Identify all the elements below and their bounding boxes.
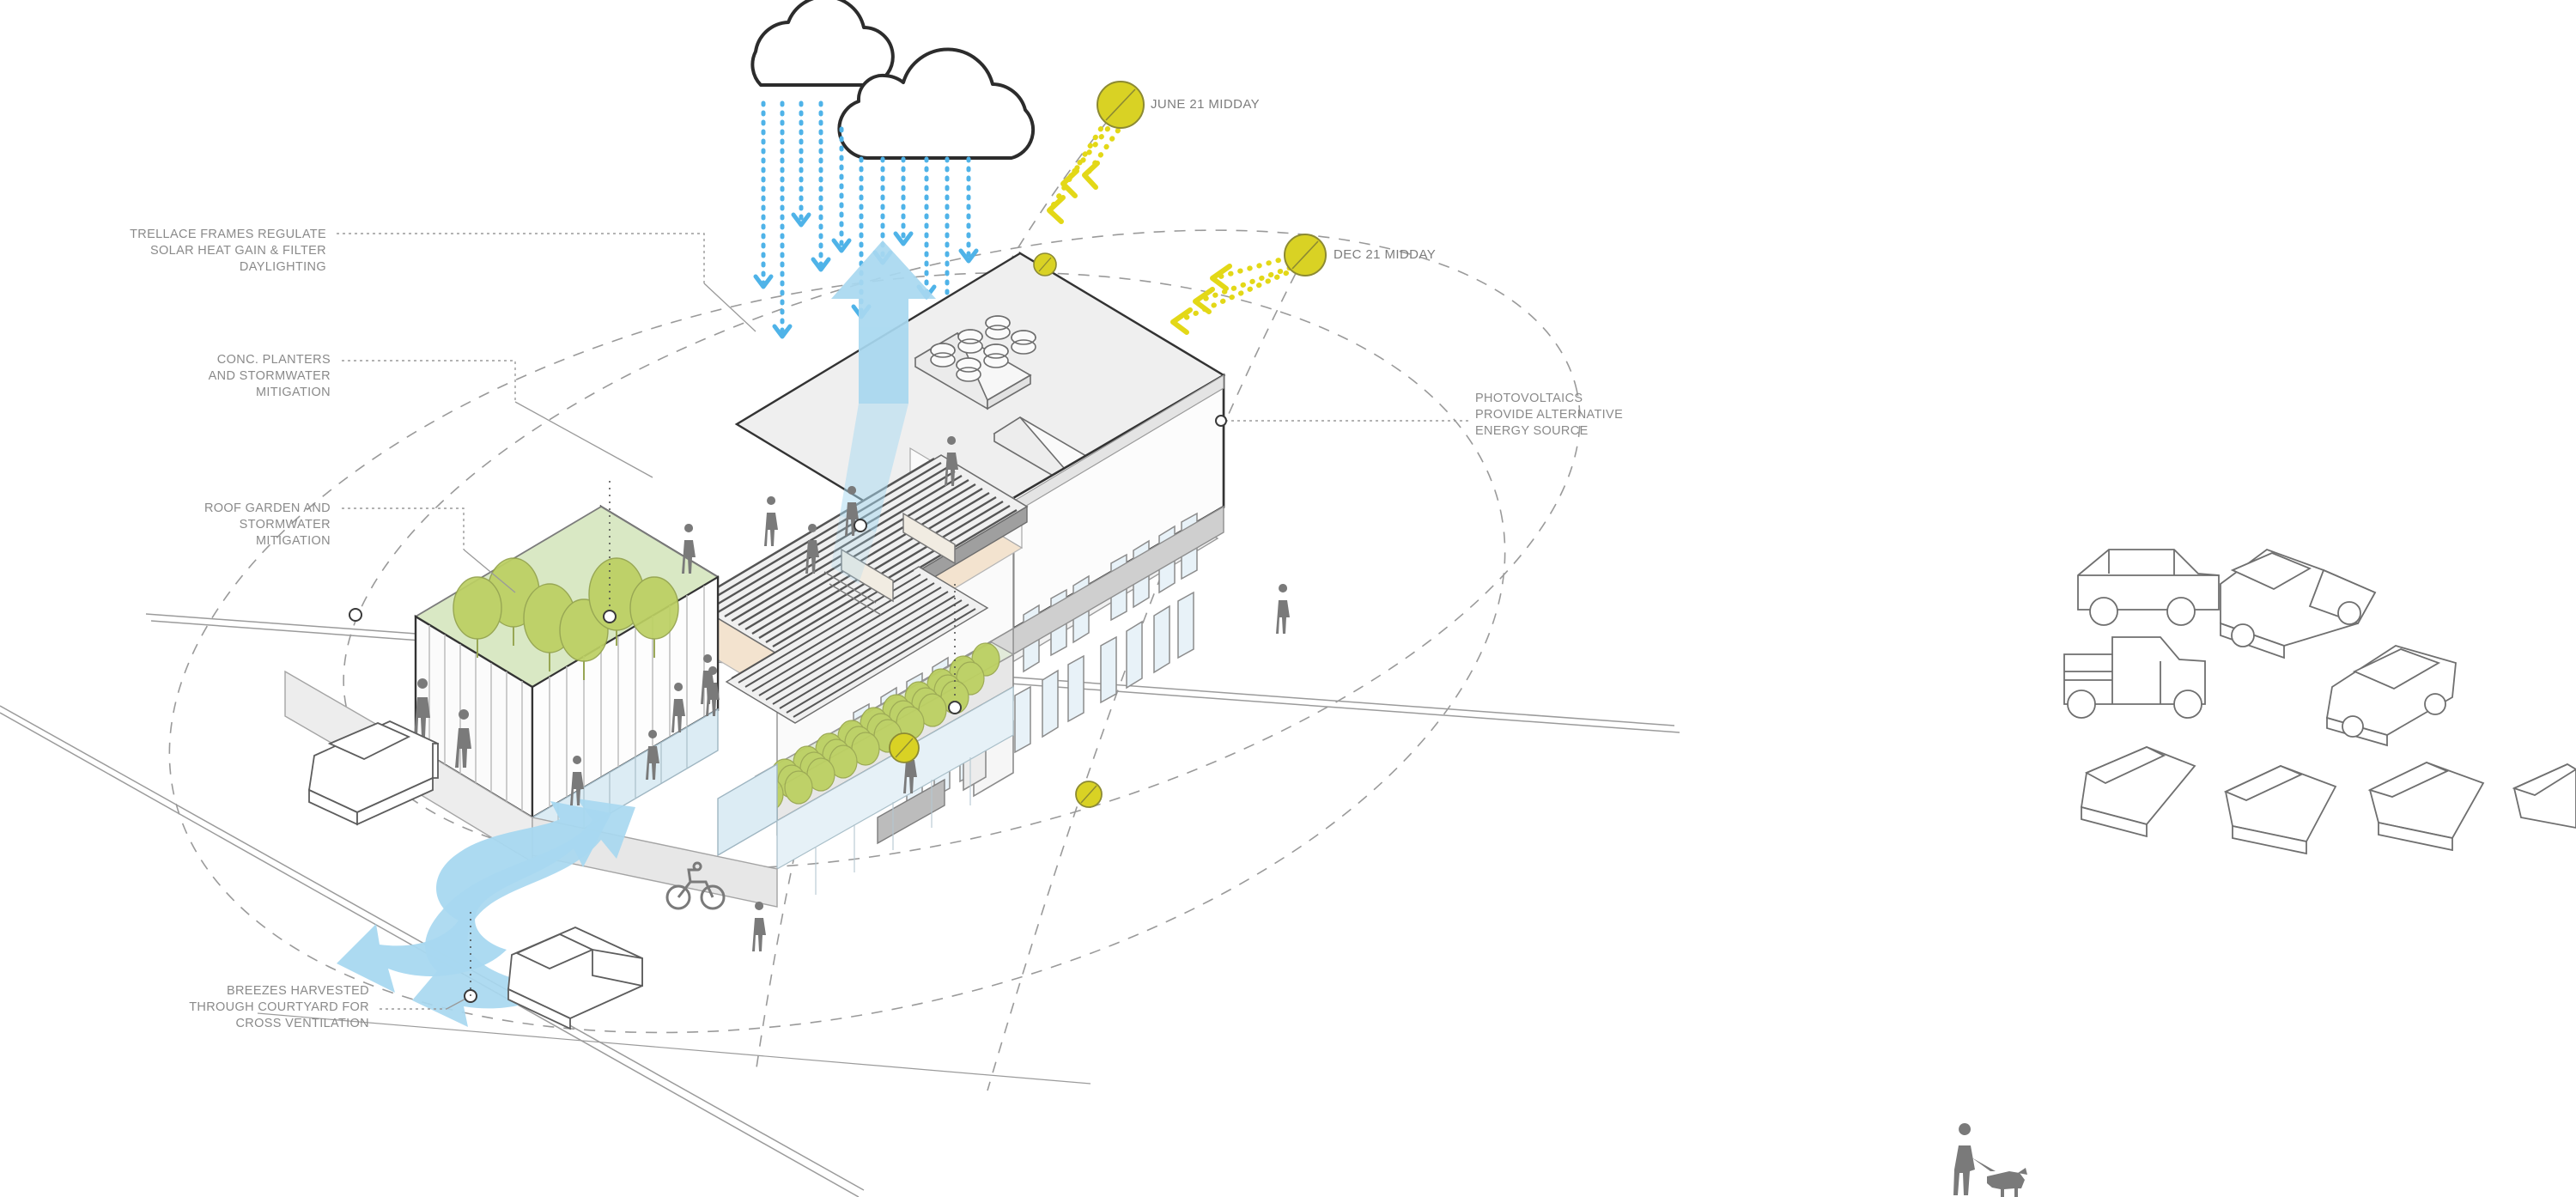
sun-path-dot-upper-left xyxy=(1033,252,1057,276)
figure-silhouette xyxy=(752,902,766,951)
annotation-roof-garden: ROOF GARDEN AND STORMWATER MITIGATION xyxy=(204,501,331,549)
vehicle-suv-side xyxy=(2077,549,2220,626)
figure-silhouette xyxy=(701,654,714,704)
annotation-trellace-frames: TRELLACE FRAMES REGULATE SOLAR HEAT GAIN… xyxy=(130,228,326,275)
figure-silhouette xyxy=(455,709,471,768)
building-massing xyxy=(284,240,1226,908)
courtyard-railings xyxy=(823,512,956,616)
mechanical-units xyxy=(914,315,1036,410)
figure-silhouette xyxy=(682,524,696,574)
sun-rays-dec xyxy=(1176,255,1292,324)
figure-silhouette xyxy=(805,524,819,574)
leader-dots xyxy=(349,415,1227,1003)
vehicle-sedan-axon xyxy=(2325,645,2457,747)
sun-path-dot-lower-right xyxy=(1075,781,1103,808)
rain-drops xyxy=(761,100,971,359)
vehicle-pickup-side xyxy=(2063,636,2206,719)
figure-person-with-dog xyxy=(1953,1123,2027,1197)
sun-marker-dec-21 xyxy=(1284,234,1327,276)
trellis-louvers xyxy=(690,454,1029,724)
vehicle-truck-axon-3 xyxy=(2367,762,2485,852)
sun-marker-june-21 xyxy=(1097,81,1145,129)
vehicle-car-axon-4 xyxy=(2512,763,2576,829)
sun-ray-heads-june xyxy=(1047,161,1100,224)
vehicle-legend xyxy=(2063,548,2576,855)
figure-silhouette xyxy=(903,744,917,793)
street-vehicle-sedan xyxy=(308,720,439,826)
vehicle-car-axon-1 xyxy=(2080,746,2196,838)
figure-silhouette xyxy=(764,496,778,546)
sun-label-june-21: JUNE 21 MIDDAY xyxy=(1151,97,1261,112)
leader-drop-lines xyxy=(470,481,956,996)
figure-silhouette xyxy=(706,666,720,716)
sun-rays-june xyxy=(1050,126,1121,209)
breeze-arrow-shape xyxy=(337,801,611,993)
figure-silhouette xyxy=(646,730,659,780)
entourage-figures xyxy=(414,436,1290,951)
leader-lines xyxy=(337,233,1470,1010)
figure-silhouette xyxy=(414,678,430,737)
stack-ventilation-arrow xyxy=(831,240,936,584)
sun-ray-heads-dec xyxy=(1170,264,1232,335)
street-vehicle-pickup xyxy=(507,927,643,1030)
figure-silhouette xyxy=(1276,584,1290,634)
rain-cloud-right xyxy=(837,47,1036,160)
figure-cyclist xyxy=(665,861,726,910)
sun-label-dec-21: DEC 21 MIDDAY xyxy=(1334,247,1437,262)
figure-silhouette xyxy=(845,486,859,536)
vehicle-pickup-axon xyxy=(2220,548,2377,659)
figure-silhouette xyxy=(945,436,958,486)
roof-garden-trees xyxy=(453,557,679,680)
sun-path-dot-lower-left xyxy=(889,732,920,763)
annotation-breezes-cross-ventilation: BREEZES HARVESTED THROUGH COURTYARD FOR … xyxy=(189,984,369,1031)
rain-cloud-left xyxy=(750,0,895,87)
vehicle-truck-axon-2 xyxy=(2223,765,2337,855)
annotation-conc-planters: CONC. PLANTERS AND STORMWATER MITIGATION xyxy=(208,353,331,400)
figure-silhouette xyxy=(570,756,584,805)
figure-silhouette xyxy=(671,683,685,732)
annotation-photovoltaics: PHOTOVOLTAICS PROVIDE ALTERNATIVE ENERGY… xyxy=(1475,392,1624,439)
